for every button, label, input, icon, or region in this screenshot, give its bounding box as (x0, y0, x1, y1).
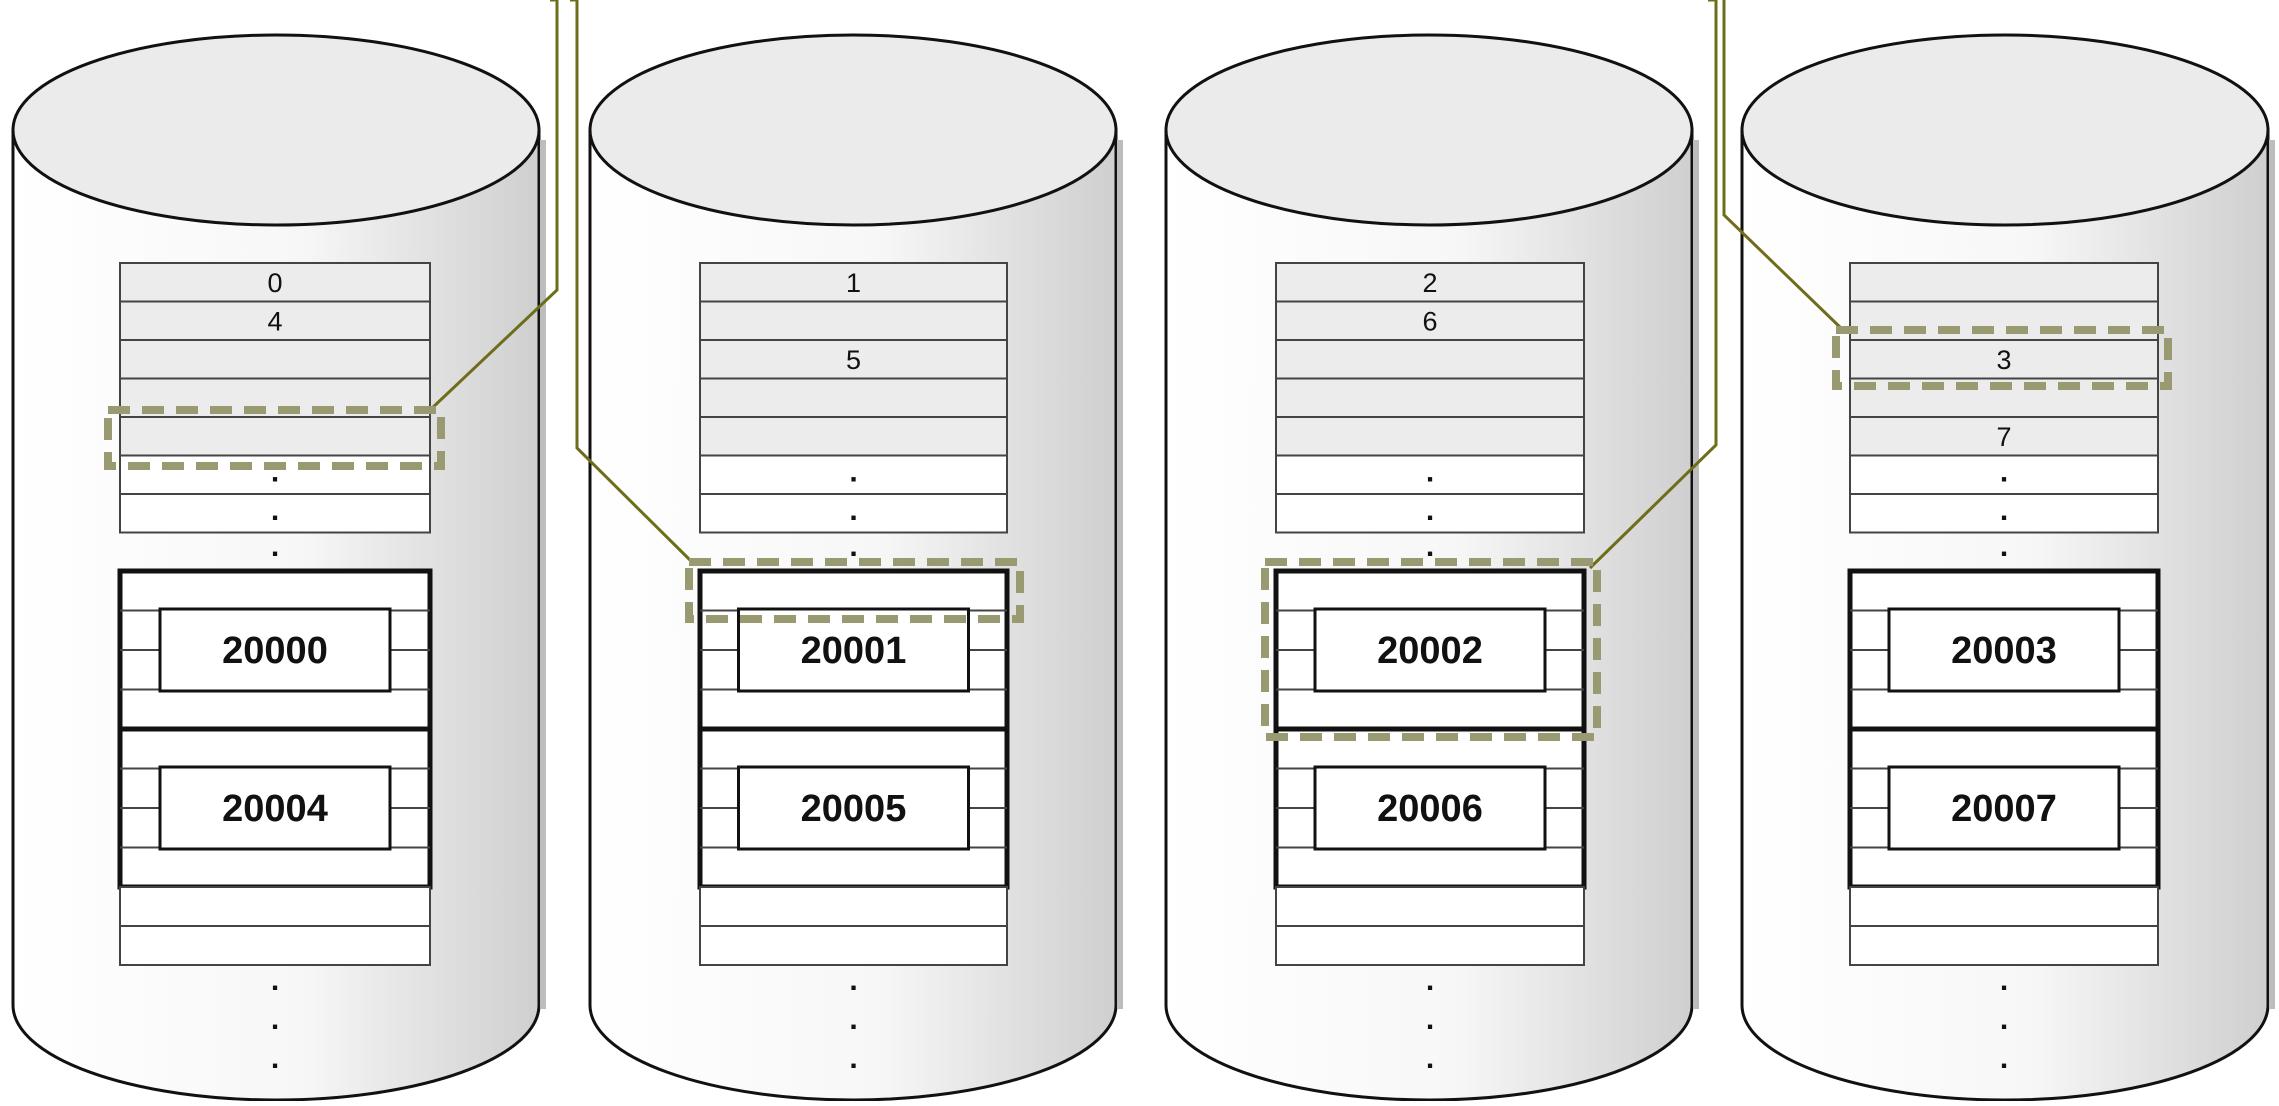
ellipsis-dot: . (849, 494, 857, 527)
stripe-row (1275, 300, 1585, 341)
stripe-row-label: 3 (1996, 345, 2011, 375)
stripe-row (699, 493, 1008, 534)
stripe-row-label: 1 (846, 268, 861, 298)
block-label-box (737, 765, 970, 851)
ellipsis-dot: . (1426, 1003, 1434, 1036)
ellipsis-dot: . (2000, 456, 2008, 489)
ellipsis-dot: . (1426, 530, 1434, 563)
cylinder-top (588, 33, 1118, 227)
stripe-row (1275, 416, 1585, 457)
stripe-row (119, 454, 431, 495)
cylinder-top (11, 33, 541, 227)
ellipsis-dot: . (849, 530, 857, 563)
leader-line (428, 0, 559, 412)
disk-1: 0 4... 20000 20004... (11, 33, 546, 1102)
highlight-box-block-header (685, 558, 1024, 623)
ellipsis-dot: . (849, 456, 857, 489)
stripe-row (1275, 493, 1585, 534)
block-label: 20006 (1377, 788, 1483, 830)
block-label: 20000 (222, 630, 328, 672)
stripe-row (119, 416, 431, 457)
stripe-row (119, 339, 431, 380)
lower-row (119, 925, 431, 966)
leader-line (1722, 0, 1845, 332)
stripe-row (1849, 493, 2159, 534)
block-label: 20004 (222, 788, 328, 830)
stripe-row-label: 0 (267, 268, 282, 298)
disk-2: 1 5... 20001 20005... (588, 33, 1123, 1102)
block-label-box (1313, 765, 1547, 851)
stripe-row-label: 2 (1422, 268, 1437, 298)
lower-row (699, 886, 1008, 927)
ellipsis-dot: . (1426, 456, 1434, 489)
stripe-row (1275, 377, 1585, 418)
ellipsis-dot: . (271, 1003, 279, 1036)
ellipsis-dot: . (2000, 1042, 2008, 1075)
block-label-box (1887, 607, 2121, 693)
disk-4: 3 7... 20003 20007... (1740, 33, 2275, 1102)
ellipsis-dot: . (1426, 964, 1434, 997)
block-label: 20001 (801, 630, 907, 672)
stripe-row (1849, 300, 2159, 341)
highlight-box-stripe-row (104, 406, 445, 470)
stripe-row (1849, 416, 2159, 457)
block-label-box (1887, 765, 2121, 851)
ellipsis-dot: . (271, 530, 279, 563)
stripe-row (119, 262, 431, 303)
ellipsis-dot: . (1426, 494, 1434, 527)
ellipsis-dot: . (271, 964, 279, 997)
lower-row (1849, 886, 2159, 927)
lower-row (1275, 886, 1585, 927)
block-label: 20003 (1951, 630, 2057, 672)
stripe-row (699, 339, 1008, 380)
highlight-box-block (1261, 558, 1601, 741)
block-label-box (158, 765, 392, 851)
leader-line (570, 0, 694, 564)
lower-row (699, 925, 1008, 966)
block-label-box (1313, 607, 1547, 693)
stripe-row (699, 454, 1008, 495)
leader-line (1588, 0, 1718, 570)
block-label-box (158, 607, 392, 693)
ellipsis-dot: . (271, 1042, 279, 1075)
stripe-row-label: 5 (846, 345, 861, 375)
ellipsis-dot: . (271, 456, 279, 489)
ellipsis-dot: . (849, 1042, 857, 1075)
ellipsis-dot: . (2000, 530, 2008, 563)
stripe-row-label: 4 (267, 307, 282, 337)
ellipsis-dot: . (2000, 494, 2008, 527)
block-label: 20005 (801, 788, 907, 830)
ellipsis-dot: . (849, 1003, 857, 1036)
ellipsis-dot: . (2000, 964, 2008, 997)
disk-3: 2 6... 20002 20006... (1164, 33, 1699, 1102)
ellipsis-dot: . (2000, 1003, 2008, 1036)
stripe-row (1275, 262, 1585, 303)
lower-row (1275, 925, 1585, 966)
stripe-row (119, 493, 431, 534)
stripe-row (1275, 339, 1585, 380)
lower-row (1849, 925, 2159, 966)
stripe-row (1849, 262, 2159, 303)
stripe-row (699, 377, 1008, 418)
cylinder-top (1164, 33, 1694, 227)
highlight-box-stripe-row (1832, 326, 2172, 390)
lower-row (119, 886, 431, 927)
block-label: 20007 (1951, 788, 2057, 830)
stripe-row (699, 262, 1008, 303)
stripe-row-label: 6 (1422, 307, 1437, 337)
stripe-row-label: 7 (1996, 422, 2011, 452)
ellipsis-dot: . (849, 964, 857, 997)
ellipsis-dot: . (271, 494, 279, 527)
block-label: 20002 (1377, 630, 1483, 672)
stripe-row (699, 300, 1008, 341)
ellipsis-dot: . (1426, 1042, 1434, 1075)
cylinder-top (1740, 33, 2270, 227)
stripe-row (699, 416, 1008, 457)
stripe-row (119, 300, 431, 341)
